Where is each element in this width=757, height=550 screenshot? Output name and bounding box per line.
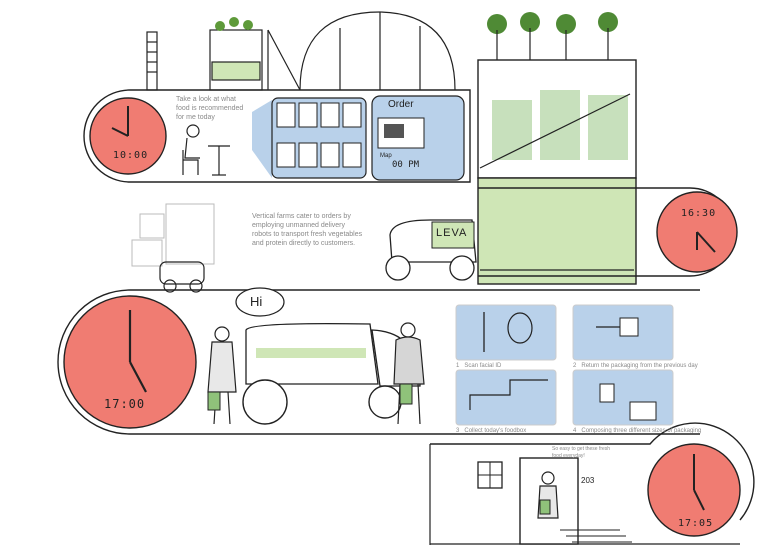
clock-label-2: 16:30: [681, 208, 717, 219]
clock-label-4: 17:05: [678, 518, 714, 529]
caption-recommend-line-2: food is recommended: [176, 105, 244, 112]
caption-easy-line-2: food everyday!: [552, 453, 585, 459]
step-caption-1: 1 Scan facial ID: [456, 363, 502, 369]
big-delivery-robot: [242, 322, 421, 425]
clock-label-1: 10:00: [113, 150, 149, 161]
small-plants: [215, 17, 253, 31]
step-thumb-1: [455, 304, 557, 361]
step-thumb-3: [455, 369, 557, 426]
rooftop-palms: [487, 12, 618, 34]
caption-recommend-line-3: for me today: [176, 114, 215, 121]
caption-recommend-line-1: Take a look at what: [176, 96, 236, 103]
door-number: 203: [581, 476, 595, 485]
caption-recommend: Take a look at what food is recommended …: [176, 95, 243, 122]
caption-easy: So easy to get these fresh food everyday…: [552, 446, 610, 460]
door-steps: [560, 529, 632, 543]
shopping-bag-left: [207, 391, 221, 411]
speech-text: Hi: [250, 294, 263, 309]
city-skyline: [146, 11, 456, 91]
caption-vertical-line-2: employing unmanned delivery: [252, 222, 345, 229]
robot-brand: LEVA: [436, 227, 468, 239]
time-label: 00 PM: [392, 160, 420, 170]
small-delivery-robot: [159, 261, 205, 293]
clock-label-3: 17:00: [104, 397, 146, 411]
step-caption-4: 4 Composing three different sizes of pac…: [573, 428, 702, 434]
clock-1000: [89, 97, 167, 175]
caption-vertical-line-1: Vertical farms cater to orders by: [252, 213, 351, 220]
warehouse-boxes: [131, 203, 215, 267]
caption-vertical-farm: Vertical farms cater to orders by employ…: [252, 212, 362, 248]
caption-vertical-line-4: and protein directly to customers.: [252, 240, 356, 247]
step-thumb-2: [572, 304, 674, 361]
step-caption-2: 2 Return the packaging from the previous…: [573, 363, 698, 369]
band-4: [430, 422, 755, 521]
step-thumb-4: [572, 369, 674, 426]
customer-man: [393, 322, 425, 425]
conveyor-diagonal: [479, 93, 631, 169]
panel-beam: [252, 100, 272, 178]
band-3: [57, 289, 700, 435]
vertical-farm-lower: [477, 177, 637, 285]
rooftop-trunks: [496, 28, 609, 60]
order-screen: [384, 124, 404, 138]
map-label: Map: [380, 153, 392, 159]
caption-easy-line-1: So easy to get these fresh: [552, 446, 611, 452]
order-label: Order: [388, 99, 414, 110]
shopping-bag-right: [399, 383, 413, 405]
clock-1705: [647, 443, 741, 537]
speech-bubble: [235, 287, 285, 317]
clock-1630: [656, 191, 738, 273]
door-bag: [539, 499, 551, 515]
caption-vertical-line-3: robots to transport fresh vegetables: [252, 231, 363, 238]
step-caption-3: 3 Collect today's foodbox: [456, 428, 527, 434]
clock-1700: [63, 295, 197, 429]
customer-woman: [207, 326, 237, 425]
food-icon-grid: [276, 102, 362, 168]
leva-delivery-robot: [385, 219, 477, 281]
person-at-table: [182, 124, 230, 176]
plant-racks: [492, 90, 628, 160]
house-wall: [429, 444, 740, 545]
